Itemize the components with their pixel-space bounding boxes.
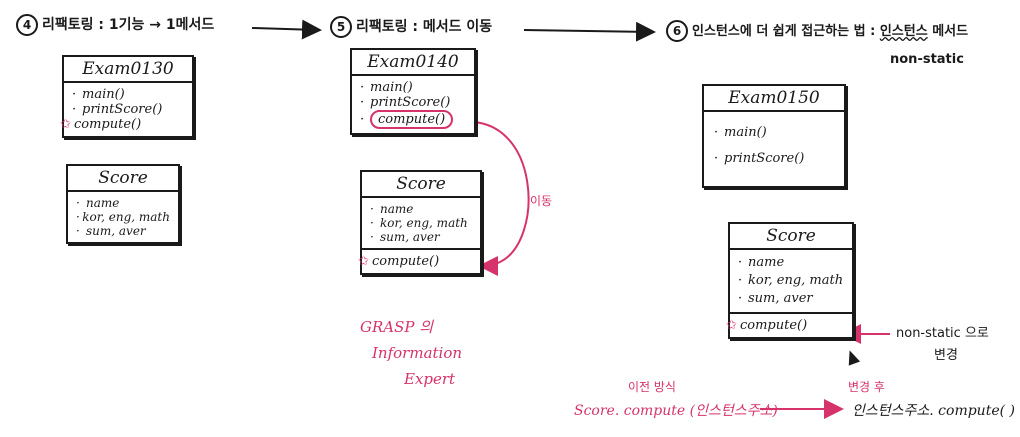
class-title: Exam0150 xyxy=(704,86,844,112)
class-title: Exam0130 xyxy=(64,57,192,83)
arrow-step5-to-6 xyxy=(523,21,656,42)
method-printscore: printScore() xyxy=(370,95,451,110)
step6-title: 6 인스턴스에 더 쉽게 접근하는 법 : 인스턴스 메서드 xyxy=(666,20,968,42)
method-row: ·main() xyxy=(714,120,834,146)
before-label: 이전 방식 xyxy=(628,380,676,394)
class-title: Score xyxy=(730,224,852,250)
step6-highlight: 인스턴스 xyxy=(879,24,928,39)
method-row: ·main() xyxy=(360,80,413,95)
class-title: Exam0140 xyxy=(352,50,474,76)
method-main: main() xyxy=(724,125,767,140)
field-row: ·name xyxy=(738,255,785,270)
field-sum-aver: sum, aver xyxy=(86,224,146,238)
class-title: Score xyxy=(68,166,178,192)
star-icon: ✩ xyxy=(60,117,71,132)
class-score-step5: Score ·name ·kor, eng, math ·sum, aver ✩… xyxy=(358,170,482,275)
method-section: ✩compute() xyxy=(726,314,852,337)
step4-text: 리팩토링 : 1기능 → 1메서드 xyxy=(42,17,215,33)
method-compute: compute() xyxy=(74,117,142,132)
method-main: main() xyxy=(370,80,413,95)
field-row: ·sum, aver xyxy=(76,224,146,238)
method-row: ·printScore() xyxy=(714,146,834,172)
grasp-line3: Expert xyxy=(404,370,456,388)
method-section: ✩compute() xyxy=(358,250,480,273)
step6-text: 인스턴스에 더 쉽게 접근하는 법 : xyxy=(692,24,876,39)
method-row: ·printScore() xyxy=(72,102,163,117)
field-scores: kor, eng, math xyxy=(82,210,170,224)
field-sum-aver: sum, aver xyxy=(748,291,813,306)
step6-subtitle: non-static xyxy=(890,52,964,67)
after-label: 변경 후 xyxy=(848,380,885,394)
class-score-step6: Score ·name ·kor, eng, math ·sum, aver ✩… xyxy=(726,222,854,339)
field-section: ·name ·kor, eng, math ·sum, aver xyxy=(730,250,852,314)
method-row: ✩compute() xyxy=(358,254,472,269)
class-exam0150: Exam0150 ·main() ·printScore() xyxy=(702,84,846,188)
method-compute: compute() xyxy=(372,254,440,269)
field-name: name xyxy=(86,196,120,210)
nonstatic-note-line1: non-static 으로 xyxy=(896,326,989,341)
method-printscore: printScore() xyxy=(724,151,805,166)
arrow-step4-to-5 xyxy=(251,19,322,40)
field-sum-aver: sum, aver xyxy=(380,230,440,244)
method-row: ·main() xyxy=(72,87,125,102)
field-row: ·kor, eng, math xyxy=(76,210,170,224)
field-name: name xyxy=(748,255,785,270)
method-row: ✩compute() xyxy=(60,117,184,132)
field-section: ·name ·kor, eng, math ·sum, aver xyxy=(68,192,178,242)
step6-tail: 메서드 xyxy=(927,24,969,39)
class-title: Score xyxy=(362,172,480,198)
step5-text: 리팩토링 : 메서드 이동 xyxy=(356,19,493,35)
move-label: 이동 xyxy=(530,194,553,208)
field-row: ·name xyxy=(370,202,414,216)
field-name: name xyxy=(380,202,414,216)
method-section: ·main() ·printScore() xyxy=(704,112,844,186)
star-icon: ✩ xyxy=(358,254,369,269)
arrow-move-compute xyxy=(461,120,530,276)
class-exam0130: Exam0130 ·main() ·printScore() ✩compute(… xyxy=(60,55,194,138)
method-row: ·compute() xyxy=(360,110,466,129)
method-compute-circled: compute() xyxy=(370,110,454,129)
class-exam0140: Exam0140 ·main() ·printScore() ·compute(… xyxy=(350,48,476,135)
step6-number: 6 xyxy=(666,20,688,42)
method-printscore: printScore() xyxy=(82,102,163,117)
method-compute: compute() xyxy=(740,318,808,333)
field-scores: kor, eng, math xyxy=(380,216,468,230)
after-code: 인스턴스주소. compute( ) xyxy=(852,403,1015,419)
field-row: ·sum, aver xyxy=(738,291,813,306)
nonstatic-note-line2: 변경 xyxy=(934,348,958,363)
field-row: ·name xyxy=(76,196,120,210)
method-section: ·main() ·printScore() ·compute() xyxy=(352,76,474,133)
field-row: ·sum, aver xyxy=(370,230,440,244)
field-row: ·kor, eng, math xyxy=(370,216,468,230)
star-icon: ✩ xyxy=(726,318,737,333)
class-score-step4: Score ·name ·kor, eng, math ·sum, aver xyxy=(66,164,180,244)
grasp-line2: Information xyxy=(372,344,463,362)
grasp-line1: GRASP 의 xyxy=(360,318,434,336)
method-main: main() xyxy=(82,87,125,102)
step4-number: 4 xyxy=(16,14,38,36)
field-section: ·name ·kor, eng, math ·sum, aver xyxy=(362,198,480,250)
method-row: ✩compute() xyxy=(726,318,844,333)
step5-number: 5 xyxy=(330,16,352,38)
method-section: ·main() ·printScore() ✩compute() xyxy=(60,83,192,136)
method-row: ·printScore() xyxy=(360,95,451,110)
before-code: Score. compute (인스턴스주소) xyxy=(574,403,778,419)
field-row: ·kor, eng, math xyxy=(738,273,844,288)
field-scores: kor, eng, math xyxy=(748,273,844,288)
